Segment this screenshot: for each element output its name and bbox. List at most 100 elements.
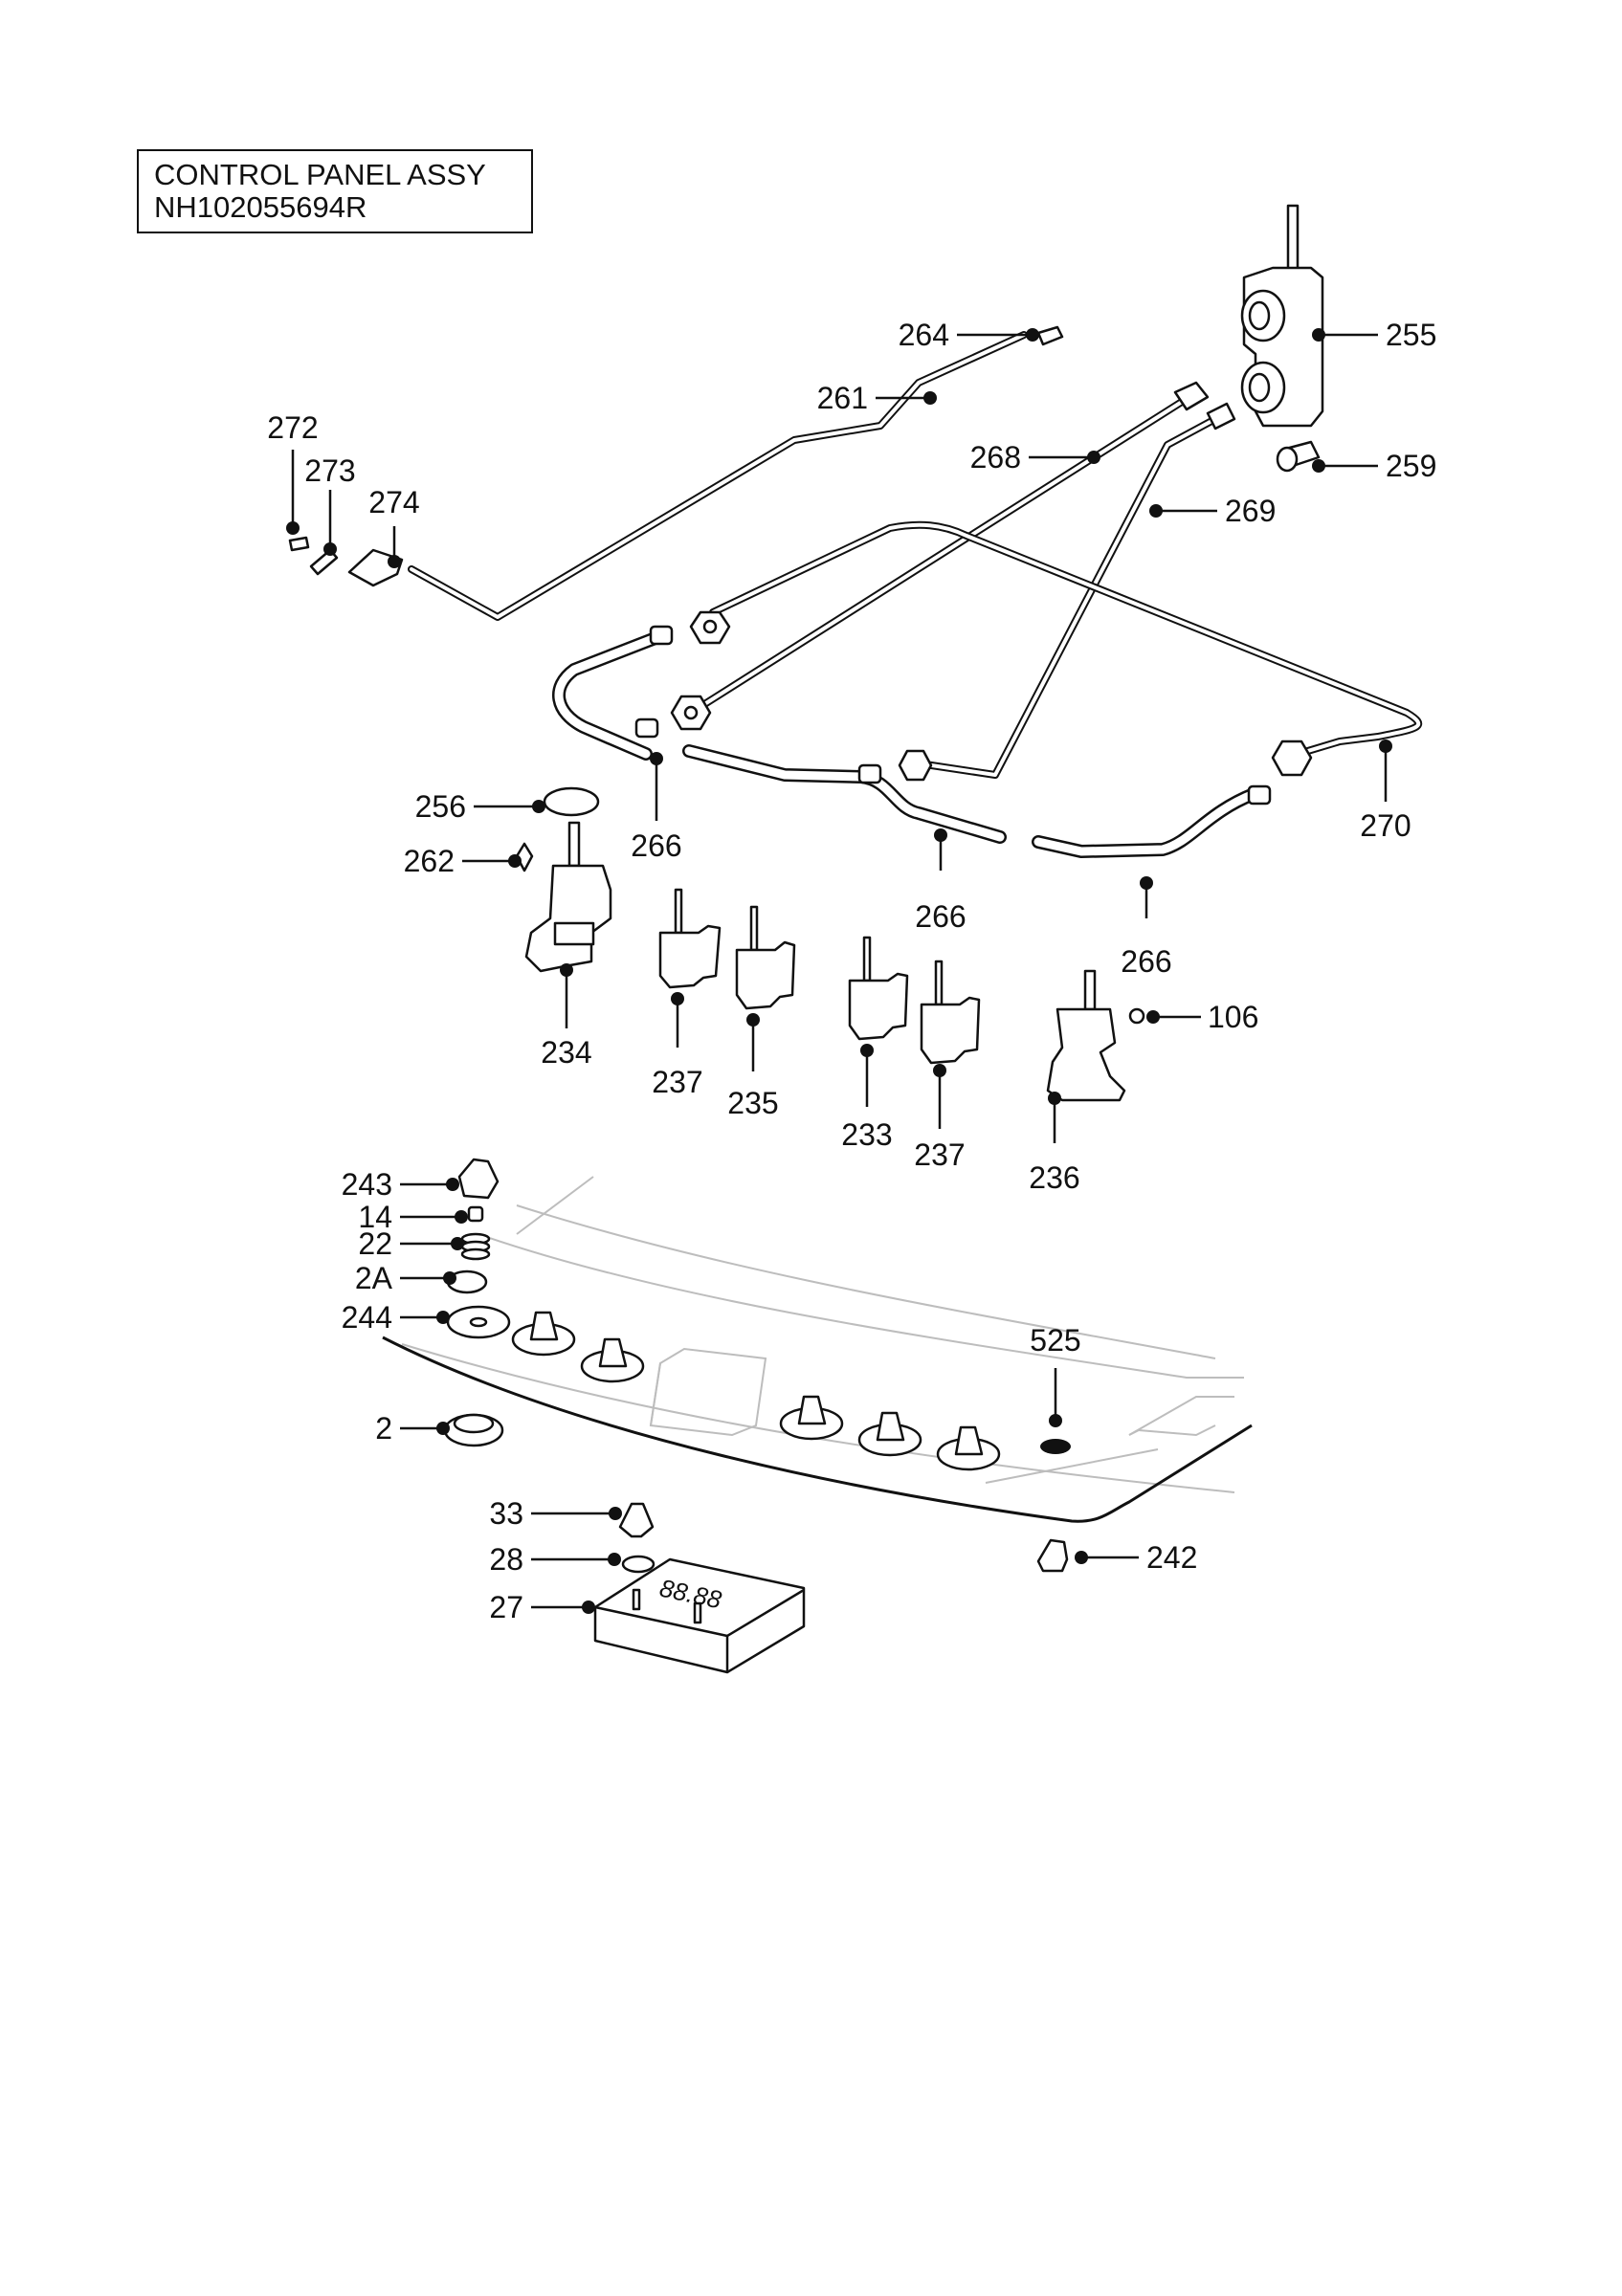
callout-label-262: 262 <box>404 844 455 878</box>
callout-label-525: 525 <box>1030 1323 1080 1358</box>
callout-dot <box>1048 1092 1061 1105</box>
hex-nut <box>898 749 933 782</box>
gas-pipe-266-left <box>552 629 667 761</box>
callout-dot <box>933 1064 946 1077</box>
callout-label-266c: 266 <box>1121 944 1171 979</box>
gas-tube-261 <box>408 331 1028 621</box>
callout-dot <box>1312 459 1325 473</box>
callout-dot <box>860 1044 874 1057</box>
callout-label-28: 28 <box>489 1542 523 1577</box>
knob-243 <box>457 1158 500 1200</box>
callout-dot <box>451 1237 464 1250</box>
part-number: NH102055694R <box>154 190 367 224</box>
gas-pipe-266-right <box>1032 787 1260 858</box>
control-knobs <box>511 1311 1001 1471</box>
callout-dot <box>1146 1010 1160 1024</box>
fixing-parts-272-274 <box>288 536 404 587</box>
callout-label-234: 234 <box>541 1035 591 1070</box>
diagram-title: CONTROL PANEL ASSY <box>154 158 486 191</box>
thermostat-cap <box>543 786 600 817</box>
switch-242 <box>1036 1538 1069 1573</box>
button-525 <box>1040 1439 1071 1454</box>
gas-pipe-266-middle <box>682 744 1007 844</box>
fascia-bottom-edge <box>382 1336 1253 1523</box>
tube-fitting <box>1173 381 1210 411</box>
callout-dot <box>436 1422 450 1435</box>
pipe-end <box>649 625 674 646</box>
callout-label-261: 261 <box>817 381 868 415</box>
control-knob[interactable] <box>936 1425 1001 1471</box>
thermostat-valve-234 <box>524 821 612 973</box>
callout-dot <box>532 800 545 813</box>
callout-label-27: 27 <box>489 1590 523 1624</box>
callout-dot <box>1075 1551 1088 1564</box>
control-knob[interactable] <box>511 1311 576 1357</box>
burner-tap-237-left <box>658 888 722 989</box>
spring-22 <box>460 1232 491 1261</box>
gas-tube-268 <box>695 398 1186 712</box>
callout-label-255: 255 <box>1386 318 1436 352</box>
pipe-end <box>857 763 882 784</box>
callout-dot <box>1026 328 1039 342</box>
callout-dot <box>508 854 522 868</box>
callout-dot <box>608 1553 621 1566</box>
hex-nut-bore <box>683 705 699 720</box>
hex-nut-bore <box>702 619 718 634</box>
callout-label-269: 269 <box>1225 494 1276 528</box>
callout-label-2A: 2A <box>355 1261 393 1295</box>
callout-dot <box>443 1271 456 1285</box>
callout-label-237b: 237 <box>914 1137 965 1172</box>
callout-dot <box>609 1507 622 1520</box>
control-knob[interactable] <box>580 1337 645 1383</box>
hex-nut <box>1271 740 1313 777</box>
gas-valve-236 <box>1046 969 1126 1102</box>
callout-label-2: 2 <box>375 1411 392 1446</box>
callout-dot <box>388 555 401 568</box>
callout-label-243: 243 <box>342 1167 392 1202</box>
bezel-244 <box>446 1305 511 1339</box>
burner-tap-235 <box>735 905 796 1010</box>
callout-dot <box>286 521 300 535</box>
callout-label-14: 14 <box>358 1200 392 1234</box>
callout-label-259: 259 <box>1386 449 1436 483</box>
callout-dot <box>1049 1414 1062 1427</box>
callout-label-22: 22 <box>358 1226 392 1261</box>
washer-28 <box>621 1555 655 1574</box>
callout-dot <box>934 828 947 842</box>
callout-dot <box>1312 328 1325 342</box>
callout-dot <box>436 1311 450 1324</box>
callout-dot <box>746 1013 760 1027</box>
callout-dot <box>923 391 937 405</box>
pipe-end <box>634 718 659 739</box>
callout-dot <box>455 1210 468 1224</box>
callout-dot <box>671 992 684 1005</box>
pipe-end <box>1247 784 1272 806</box>
gas-tube-269 <box>915 415 1219 779</box>
tube-fitting <box>1206 402 1236 430</box>
clip-262 <box>515 842 534 872</box>
callout-label-264: 264 <box>899 318 949 352</box>
callout-dot <box>446 1178 459 1191</box>
callout-label-256: 256 <box>415 789 466 824</box>
callout-dot <box>1379 740 1392 753</box>
knob-33 <box>618 1502 655 1538</box>
callout-dot <box>650 752 663 765</box>
callout-label-106: 106 <box>1208 1000 1258 1034</box>
bezel-2 <box>443 1413 504 1447</box>
burner-tap-237-right <box>920 960 981 1065</box>
callout-label-273: 273 <box>304 453 355 488</box>
burner-tap-233 <box>848 936 909 1041</box>
callout-label-235: 235 <box>727 1086 778 1120</box>
callout-label-236: 236 <box>1029 1160 1079 1195</box>
callout-dot <box>582 1601 595 1614</box>
ignition-part-106 <box>1128 1007 1145 1025</box>
callout-label-33: 33 <box>489 1496 523 1531</box>
gas-valve-manifold <box>1240 204 1324 428</box>
control-knob[interactable] <box>779 1395 844 1441</box>
callout-label-268: 268 <box>970 440 1021 475</box>
callout-dot <box>1087 451 1100 464</box>
control-knob[interactable] <box>857 1411 922 1457</box>
callout-label-274: 274 <box>368 485 419 519</box>
callout-label-266a: 266 <box>631 828 681 863</box>
